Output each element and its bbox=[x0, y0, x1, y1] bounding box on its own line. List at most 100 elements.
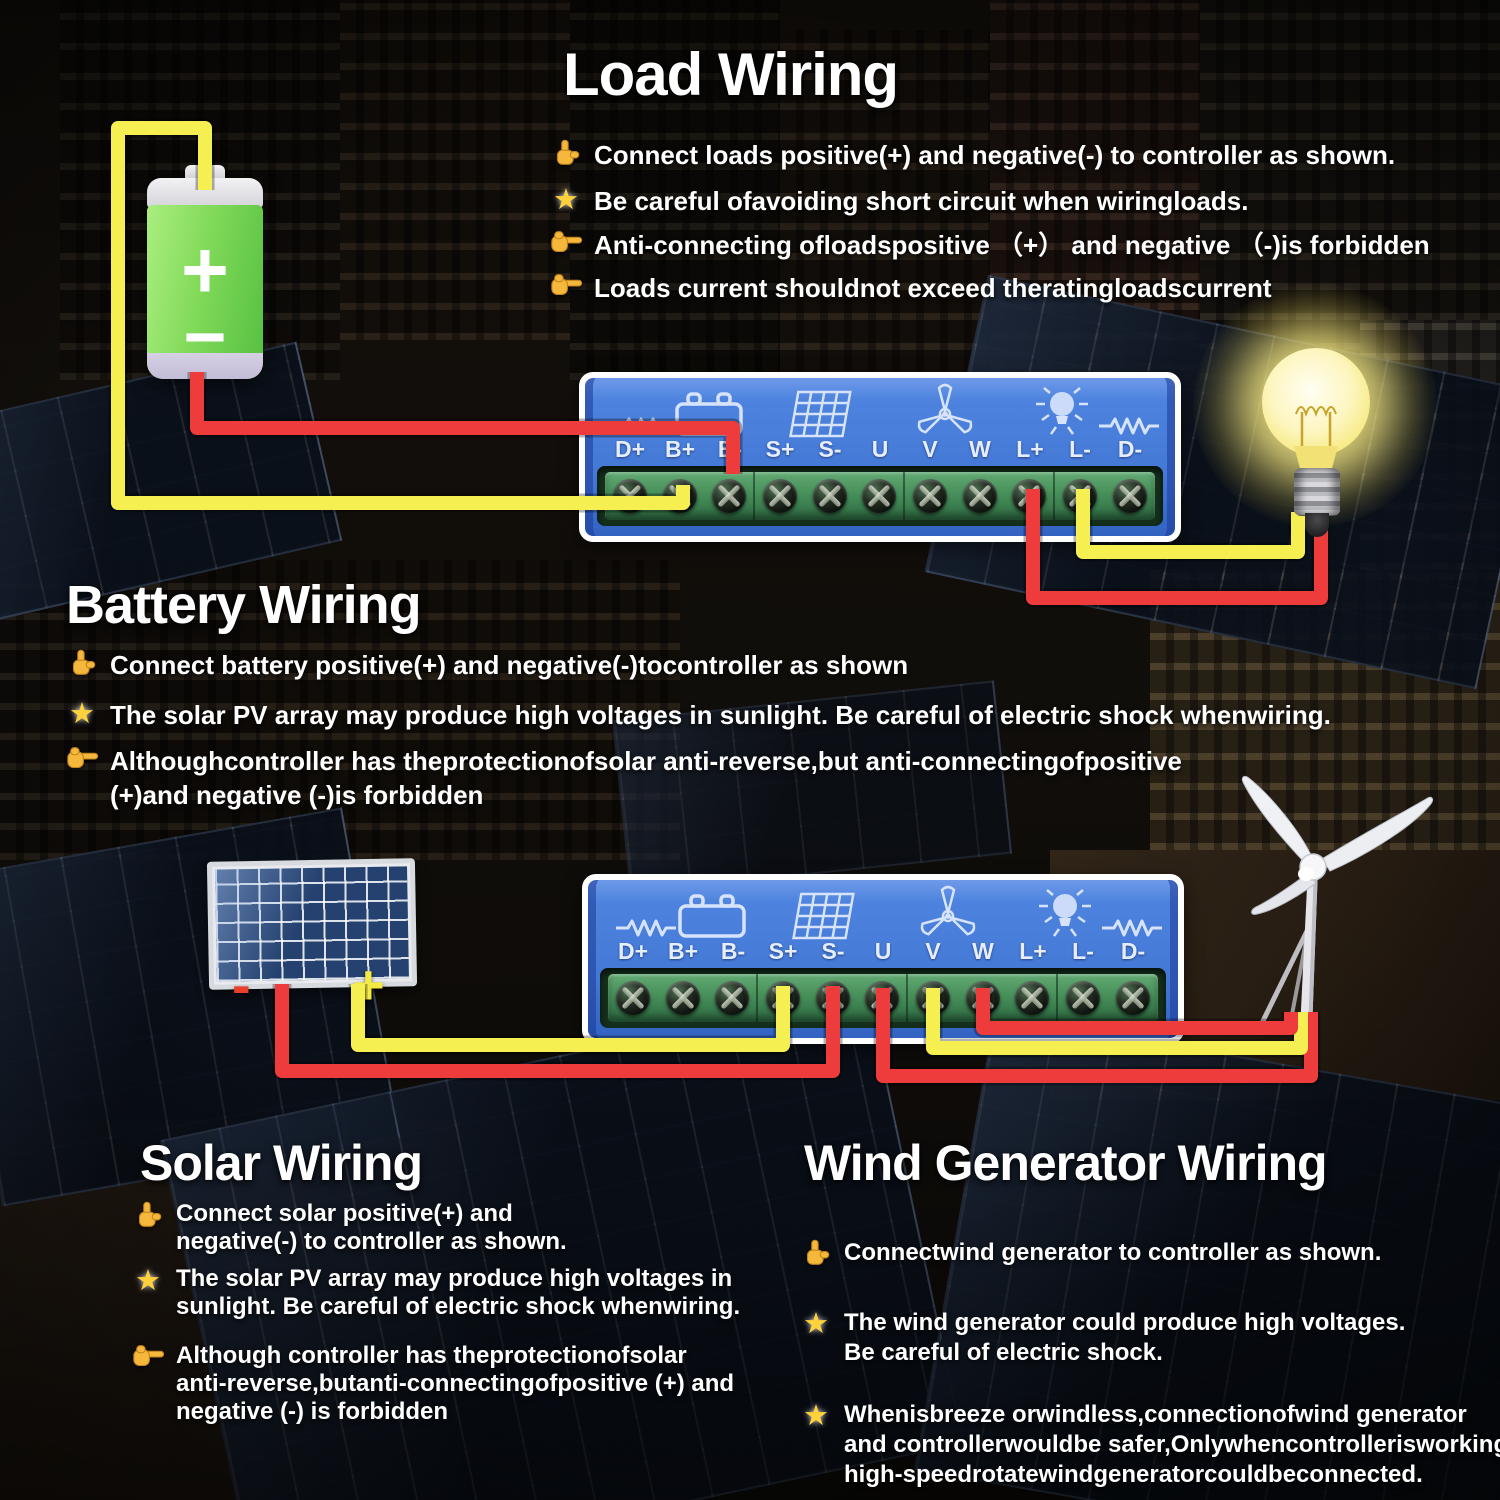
terminal-label: D- bbox=[1117, 436, 1143, 462]
hand-up-icon bbox=[548, 138, 584, 168]
solar-panel-icon bbox=[789, 390, 852, 438]
terminal-screw bbox=[655, 472, 705, 520]
terminal-screw bbox=[658, 974, 708, 1022]
terminal-screw bbox=[705, 472, 755, 520]
solar-positive-label: + bbox=[352, 953, 385, 1016]
terminal-label: L- bbox=[1069, 436, 1091, 462]
load-bullet-4: Loads current shouldnot exceed therating… bbox=[548, 271, 1272, 305]
battery-bullet-3: Althoughcontroller has theprotectionofso… bbox=[64, 744, 1182, 812]
terminal-label: U bbox=[871, 436, 889, 462]
terminal-label-row: D+ B+ B- S+ S- U V W L+ L- D- bbox=[608, 938, 1158, 965]
terminal-strip bbox=[608, 974, 1158, 1022]
sparkle-star-icon: ★ bbox=[803, 1306, 829, 1340]
wind-turbine-illustration bbox=[1241, 776, 1434, 1030]
charge-controller-top: D+ B+ B- S+ S- U V W L+ L- D- bbox=[579, 372, 1181, 542]
hand-right-icon bbox=[130, 1342, 166, 1372]
terminal-label: V bbox=[922, 436, 938, 462]
load-wiring-title: Load Wiring bbox=[563, 41, 899, 108]
resistor-icon bbox=[611, 417, 675, 435]
terminal-label: D+ bbox=[617, 938, 649, 964]
terminal-screw bbox=[1005, 472, 1055, 520]
terminal-screw bbox=[608, 974, 658, 1022]
battery-illustration: + − bbox=[145, 165, 265, 379]
bulb-neck bbox=[1294, 446, 1338, 472]
terminal-screw bbox=[605, 472, 655, 520]
wind-bullet-2: ★ The wind generator could produce high … bbox=[798, 1308, 1405, 1368]
light-bulb-icon bbox=[1037, 888, 1093, 938]
wind-bullet-3: ★ Whenisbreeze orwindless,connectionofwi… bbox=[798, 1400, 1500, 1490]
battery-icon bbox=[678, 894, 746, 938]
terminal-screw bbox=[858, 974, 908, 1022]
terminal-label: L+ bbox=[1019, 938, 1047, 964]
hand-right-icon bbox=[548, 271, 584, 301]
charge-controller-bottom: D+ B+ B- S+ S- U V W L+ L- D- bbox=[582, 874, 1184, 1044]
wind-bullet-1: Connectwind generator to controller as s… bbox=[798, 1238, 1381, 1268]
terminal-strip bbox=[605, 472, 1155, 520]
terminal-label: S+ bbox=[765, 436, 795, 462]
terminal-label: S- bbox=[818, 436, 842, 462]
terminal-label: S+ bbox=[768, 938, 798, 964]
terminal-screw bbox=[755, 472, 805, 520]
battery-plus-label: + bbox=[181, 225, 229, 316]
solar-bullet-1: Connect solar positive(+) and negative(-… bbox=[130, 1200, 567, 1256]
hand-up-icon bbox=[798, 1238, 834, 1268]
terminal-screw bbox=[905, 472, 955, 520]
terminal-label: B- bbox=[720, 938, 746, 964]
load-bullet-1: Connect loads positive(+) and negative(-… bbox=[548, 138, 1395, 172]
hand-right-icon bbox=[548, 228, 584, 258]
terminal-screw bbox=[958, 974, 1008, 1022]
terminal-screw bbox=[908, 974, 958, 1022]
wind-turbine-icon bbox=[915, 383, 975, 435]
battery-cap bbox=[147, 178, 263, 208]
resistor-icon bbox=[1097, 417, 1161, 435]
solar-panel-icon bbox=[792, 892, 855, 940]
resistor-icon bbox=[1100, 919, 1164, 937]
solar-bullet-2: ★ The solar PV array may produce high vo… bbox=[130, 1265, 740, 1321]
battery-wiring-title: Battery Wiring bbox=[66, 575, 422, 635]
battery-bullet-1: Connect battery positive(+) and negative… bbox=[64, 648, 908, 682]
battery-bullet-2: ★ The solar PV array may produce high vo… bbox=[64, 698, 1331, 732]
sparkle-star-icon: ★ bbox=[803, 1398, 829, 1432]
terminal-label: W bbox=[969, 436, 991, 462]
load-bullet-3: Anti-connecting ofloadspositive （+） and … bbox=[548, 228, 1430, 262]
terminal-label: D- bbox=[1120, 938, 1146, 964]
terminal-label: U bbox=[874, 938, 892, 964]
terminal-label: L+ bbox=[1016, 436, 1044, 462]
terminal-label: V bbox=[925, 938, 941, 964]
terminal-label: L- bbox=[1072, 938, 1094, 964]
terminal-label: B- bbox=[717, 436, 743, 462]
terminal-label-row: D+ B+ B- S+ S- U V W L+ L- D- bbox=[605, 436, 1155, 463]
terminal-screw bbox=[808, 974, 858, 1022]
terminal-label: W bbox=[972, 938, 994, 964]
terminal-screw bbox=[1105, 472, 1155, 520]
terminal-screw bbox=[1055, 472, 1105, 520]
terminal-screw bbox=[758, 974, 808, 1022]
bulb-contact-tip bbox=[1305, 513, 1329, 537]
wind-wiring-title: Wind Generator Wiring bbox=[804, 1135, 1328, 1191]
terminal-screw bbox=[1058, 974, 1108, 1022]
light-bulb-icon bbox=[1034, 386, 1090, 436]
terminal-screw bbox=[1008, 974, 1058, 1022]
terminal-screw bbox=[955, 472, 1005, 520]
sparkle-star-icon: ★ bbox=[69, 696, 95, 730]
resistor-icon bbox=[614, 919, 678, 937]
terminal-label: S- bbox=[821, 938, 845, 964]
terminal-screw bbox=[855, 472, 905, 520]
terminal-screw bbox=[805, 472, 855, 520]
terminal-label: B+ bbox=[667, 938, 699, 964]
solar-bullet-3: Although controller has theprotectionofs… bbox=[130, 1342, 734, 1426]
hand-up-icon bbox=[130, 1200, 166, 1230]
hand-up-icon bbox=[64, 648, 100, 678]
bulb-screw-base bbox=[1294, 468, 1340, 516]
terminal-label: D+ bbox=[614, 436, 646, 462]
terminal-label: B+ bbox=[664, 436, 696, 462]
load-bullet-2: ★ Be careful ofavoiding short circuit wh… bbox=[548, 184, 1248, 218]
light-bulb-illustration bbox=[1262, 348, 1370, 456]
bulb-filament bbox=[1295, 406, 1337, 448]
sparkle-star-icon: ★ bbox=[553, 182, 579, 216]
sparkle-star-icon: ★ bbox=[135, 1263, 161, 1297]
terminal-screw bbox=[708, 974, 758, 1022]
battery-minus-label: − bbox=[183, 295, 227, 378]
hand-right-icon bbox=[64, 744, 100, 774]
